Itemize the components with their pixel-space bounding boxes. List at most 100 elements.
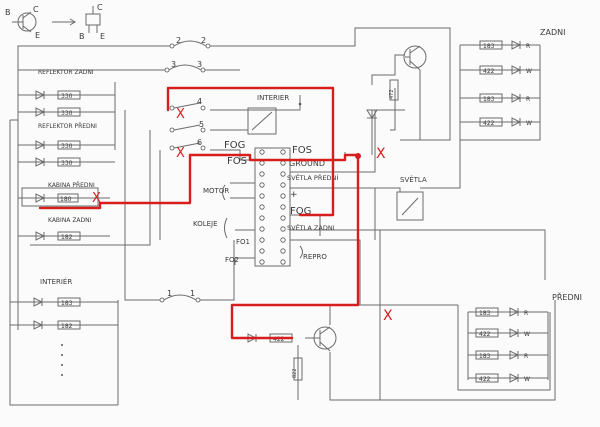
legend-relay-symbol: C B E [79, 3, 105, 41]
switch-3-label-a: 3 [171, 60, 176, 69]
connector-label-fos-right: FOS [292, 145, 312, 156]
legend-transistor-symbol: B C E [5, 5, 40, 40]
connector-label-motor: MOTOR [203, 187, 229, 195]
connector-label-koleje: KOLEJE [193, 220, 218, 228]
switch-6-label: 6 [197, 138, 202, 147]
interior-relay-label: INTERIER [257, 94, 289, 102]
zadni-label: ZADNI [540, 28, 565, 37]
red-x-marks: X X X X X [92, 107, 393, 324]
connector-label-fo1: FO1 [236, 238, 250, 246]
legend-relay-c: C [97, 3, 103, 12]
x-mark-switch-6: X [176, 146, 185, 161]
predni-r3: 183 [479, 353, 491, 360]
led-group-kabina-predni: KABINA PŘEDNI 180 [21, 181, 99, 207]
kabina-zadni-r: 182 [61, 234, 73, 241]
switch-4: 4 [169, 97, 206, 111]
predni-r4: 422 [479, 376, 491, 383]
switch-1-label-a: 1 [167, 289, 172, 298]
kabina-zadni-label: KABINA ZADNI [48, 217, 92, 224]
zadni-c3: R [526, 96, 530, 103]
interier-label: INTERIÉR [40, 277, 72, 286]
predni-r2: 422 [479, 331, 491, 338]
connector-label-repro: REPRO [303, 253, 327, 261]
kabina-predni-r: 180 [60, 196, 72, 203]
led-group-zadni: ZADNI 183 R 422 W 183 R 422 W [479, 28, 565, 127]
resistor-bottom-vertical: 822 [292, 357, 303, 381]
connector-label-fo2: FO2 [225, 256, 239, 264]
predni-c1: R [524, 310, 528, 317]
resistor-top-vertical-label: 472 [389, 89, 395, 99]
reflektor-zadni-r2: 330 [61, 110, 73, 117]
grey-wiring [9, 27, 556, 406]
predni-r1: 183 [479, 310, 491, 317]
connector-label-fos-left: FOS [227, 156, 247, 167]
interier-r2: 182 [61, 323, 73, 330]
connector-block: FOG FOS MOTOR KOLEJE FO1 FO2 FOS GROUND … [193, 140, 338, 267]
switch-2-label-b: 2 [201, 36, 206, 45]
connector-label-fog-left: FOG [224, 140, 245, 151]
switch-2-label-a: 2 [176, 36, 181, 45]
zadni-r4: 422 [483, 120, 495, 127]
led-group-kabina-zadni: KABINA ZADNI 182 [35, 217, 92, 241]
connector-pins-left [259, 149, 265, 265]
red-modification-wiring [38, 86, 361, 340]
interier-r1: 183 [61, 300, 73, 307]
resistor-bottom-vertical-label: 822 [292, 368, 298, 378]
switch-3: 3 3 [164, 60, 206, 73]
reflektor-predni-label: REFLEKTOR PŘEDNI [38, 122, 97, 130]
switch-2: 2 2 [169, 36, 211, 49]
switch-1: 1 1 [159, 289, 201, 303]
resistor-top-vertical: 472 [389, 79, 399, 101]
zadni-c2: W [526, 68, 532, 75]
predni-label: PŘEDNI [552, 292, 582, 302]
legend-transistor-b: B [5, 8, 11, 17]
zadni-r2: 422 [483, 68, 495, 75]
reflektor-predni-r1: 330 [61, 143, 73, 150]
predni-c3: R [524, 353, 528, 360]
transistor-bottom [305, 326, 337, 352]
legend-relay-b: B [79, 32, 85, 41]
connector-label-plus: + [290, 190, 298, 200]
led-group-reflektor-zadni: REFLEKTOR ZADNI 330 330 [35, 69, 94, 117]
x-mark-switch-4: X [176, 107, 185, 122]
x-mark-right: X [376, 146, 386, 162]
connector-label-svetla-zadni: SVĚTLA ZADNI [287, 223, 335, 232]
transistor-top [403, 45, 427, 71]
connector-label-fog-right: FOG [290, 206, 311, 217]
kabina-predni-label: KABINA PŘEDNI [48, 181, 95, 189]
x-mark-kabina: X [92, 191, 101, 206]
diode-top [366, 109, 378, 119]
connector-label-ground: GROUND [289, 159, 325, 168]
legend-transistor-c: C [33, 5, 39, 14]
interior-relay: INTERIER [247, 94, 302, 135]
legend-arrow [52, 18, 76, 26]
switch-group: 2 2 3 3 4 5 6 1 1 [159, 36, 211, 303]
switch-5-label: 5 [199, 120, 204, 129]
svetla-relay: SVĚTLA [396, 175, 427, 221]
reflektor-zadni-r1: 330 [61, 93, 73, 100]
zadni-c4: W [526, 120, 532, 127]
svetla-label: SVĚTLA [400, 175, 427, 184]
switch-6: 6 [169, 138, 206, 151]
switch-4-label: 4 [197, 97, 202, 106]
switch-3-label-b: 3 [197, 60, 202, 69]
zadni-c1: R [526, 43, 530, 50]
bottom-series-r: 422 [273, 336, 285, 343]
led-group-reflektor-predni: REFLEKTOR PŘEDNI 330 330 [35, 122, 97, 167]
legend-relay-e: E [100, 32, 105, 41]
zadni-r1: 183 [483, 43, 495, 50]
led-group-interier: INTERIÉR 183 182 [33, 277, 81, 376]
led-group-predni: PŘEDNI 183 R 422 W 183 R 422 W [475, 292, 582, 383]
switch-5: 5 [169, 120, 206, 133]
connector-label-svetla-predni: SVĚTLA PŘEDNÍ [287, 173, 338, 182]
predni-c4: W [524, 376, 530, 383]
legend-transistor-e: E [35, 31, 40, 40]
reflektor-predni-r2: 330 [61, 160, 73, 167]
reflektor-zadni-label: REFLEKTOR ZADNI [38, 69, 94, 76]
connector-pins-right [280, 149, 286, 265]
predni-c2: W [524, 331, 530, 338]
zadni-r3: 183 [483, 96, 495, 103]
switch-1-label-b: 1 [190, 289, 195, 298]
